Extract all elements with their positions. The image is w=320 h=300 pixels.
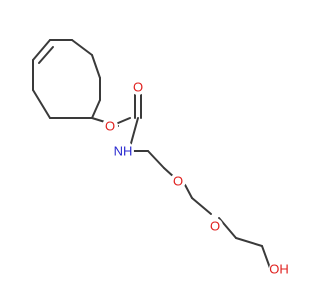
double-bond-inner bbox=[38, 46, 54, 64]
bond bbox=[218, 217, 237, 239]
atom-o-ether-2: O bbox=[210, 219, 220, 234]
molecule-diagram: O O NH O O OH bbox=[32, 39, 289, 279]
bond bbox=[91, 54, 101, 79]
bond bbox=[235, 237, 263, 247]
bond bbox=[261, 245, 271, 269]
bond bbox=[147, 150, 165, 169]
atom-o-ester: O bbox=[105, 119, 115, 134]
double-bond bbox=[32, 39, 51, 61]
structure-svg: O O NH O O OH bbox=[32, 39, 289, 279]
atom-o-ether-1: O bbox=[173, 174, 183, 189]
bond bbox=[91, 99, 101, 119]
cyclooctene-ring bbox=[32, 39, 101, 119]
bond bbox=[129, 117, 139, 148]
bond bbox=[191, 197, 212, 215]
bond bbox=[32, 89, 51, 119]
atom-nh: NH bbox=[114, 144, 133, 159]
atom-oh: OH bbox=[269, 262, 289, 277]
bond bbox=[71, 39, 93, 56]
atom-labels: O O NH O O OH bbox=[102, 79, 289, 279]
atom-o-carbonyl: O bbox=[133, 80, 143, 95]
